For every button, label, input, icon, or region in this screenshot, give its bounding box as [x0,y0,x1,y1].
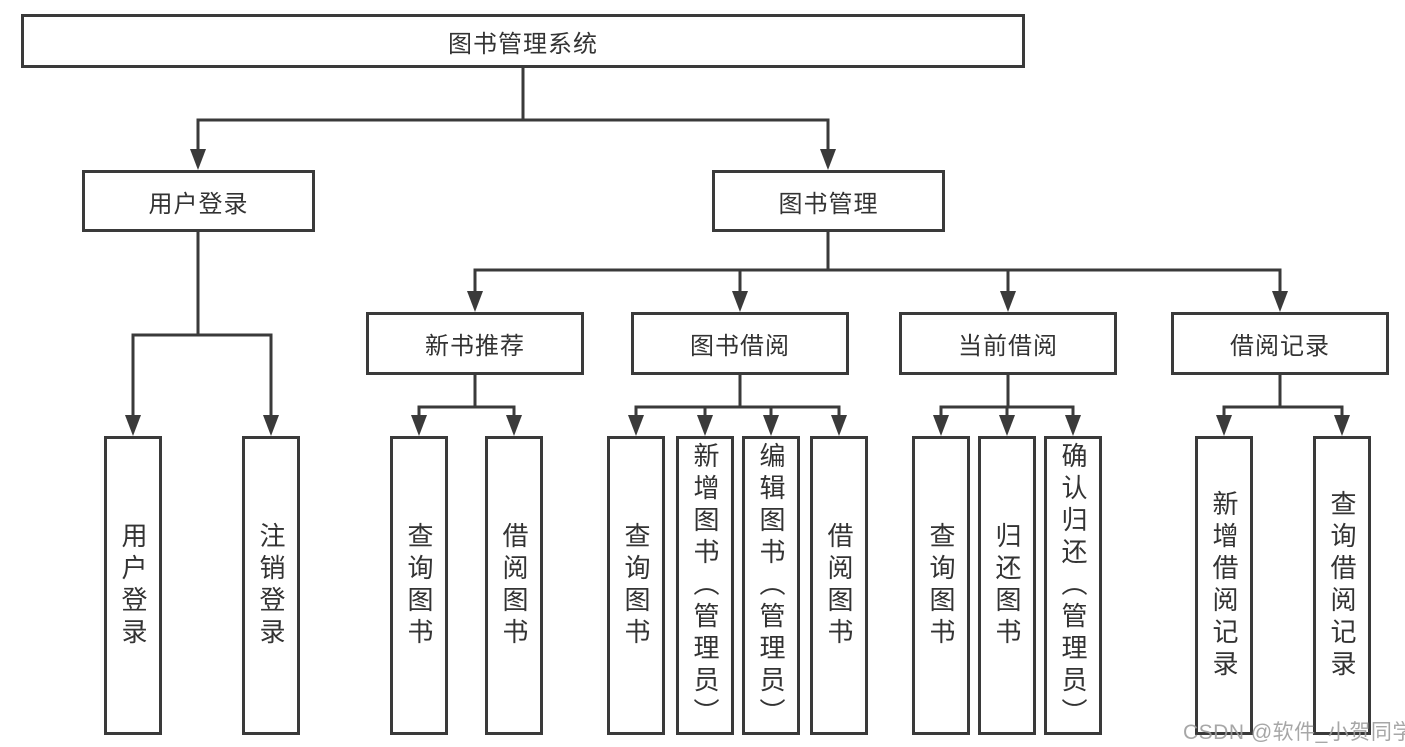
leaf-confirm-return-admin: 确认归还（管理员） [1044,436,1102,735]
leaf-query-books-recommend: 查询图书 [390,436,448,735]
node-label: 当前借阅 [958,333,1058,360]
node-new-book-recommend: 新书推荐 [366,312,584,375]
leaf-label: 查询借阅记录 [1327,489,1357,682]
arrowhead-icons [125,149,1350,436]
leaf-borrow-books: 借阅图书 [810,436,868,735]
leaf-label: 用户登录 [118,521,148,650]
leaf-add-book-admin: 新增图书（管理员） [676,436,734,735]
leaf-user-login: 用户登录 [104,436,162,735]
leaf-query-borrow-record: 查询借阅记录 [1313,436,1371,735]
leaf-label: 借阅图书 [499,521,529,650]
node-label: 用户登录 [148,190,249,218]
leaf-label: 新增图书（管理员） [690,441,720,730]
leaf-label: 归还图书 [992,521,1022,650]
leaf-label: 借阅图书 [824,521,854,650]
node-label: 图书管理系统 [448,30,598,58]
leaf-label: 查询图书 [621,521,651,650]
node-current-borrow: 当前借阅 [899,312,1117,375]
node-label: 图书借阅 [690,333,790,360]
node-label: 借阅记录 [1230,333,1330,360]
leaf-query-books-current: 查询图书 [912,436,970,735]
node-system-root: 图书管理系统 [21,14,1025,68]
node-label: 新书推荐 [425,333,525,360]
leaf-label: 注销登录 [256,521,286,650]
node-label: 图书管理 [778,190,879,218]
leaf-edit-book-admin: 编辑图书（管理员） [742,436,800,735]
node-user-login: 用户登录 [82,170,315,232]
leaf-label: 确认归还（管理员） [1058,441,1088,730]
leaf-logout: 注销登录 [242,436,300,735]
leaf-label: 查询图书 [926,521,956,650]
leaf-add-borrow-record: 新增借阅记录 [1195,436,1253,735]
leaf-query-books-borrow: 查询图书 [607,436,665,735]
leaf-label: 查询图书 [404,521,434,650]
leaf-return-book: 归还图书 [978,436,1036,735]
node-borrow-records: 借阅记录 [1171,312,1389,375]
node-book-management: 图书管理 [712,170,945,232]
leaf-borrow-books-recommend: 借阅图书 [485,436,543,735]
node-book-borrow: 图书借阅 [631,312,849,375]
csdn-watermark: CSDN @软件_小贺同学 [1183,721,1405,744]
leaf-label: 新增借阅记录 [1209,489,1239,682]
leaf-label: 编辑图书（管理员） [756,441,786,730]
